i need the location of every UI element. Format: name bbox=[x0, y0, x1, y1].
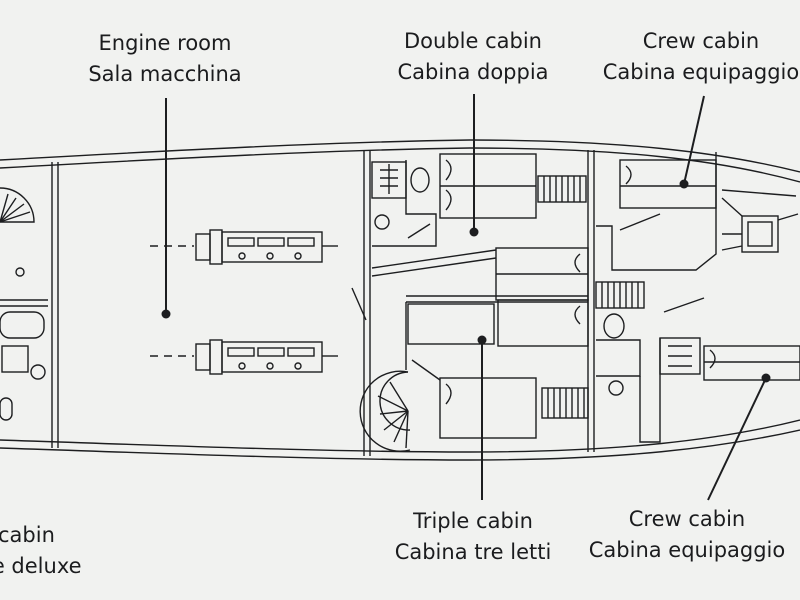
crew-cabin-top-plan bbox=[596, 152, 717, 271]
spiral-staircase bbox=[359, 370, 411, 452]
stairs-top bbox=[537, 175, 587, 203]
double-cabin-label-it: Cabina doppia bbox=[397, 60, 549, 84]
crew-cabin-top-label-en: Crew cabin bbox=[642, 29, 760, 53]
crew-cabin-bottom-plan bbox=[663, 297, 800, 381]
crew-cabin-top-label-it: Cabina equipaggio bbox=[602, 60, 800, 84]
partial-cabin-label: cabin le deluxe bbox=[0, 520, 126, 582]
crew-stair-right bbox=[721, 189, 799, 253]
partial-cabin-label-en: cabin bbox=[0, 523, 55, 547]
stairs-bottom bbox=[541, 387, 589, 419]
leader-dots bbox=[161, 179, 771, 383]
engine-room-label-it: Sala macchina bbox=[88, 62, 242, 86]
triple-cabin-label: Triple cabin Cabina tre letti bbox=[378, 506, 568, 568]
triple-cabin-plan bbox=[351, 287, 589, 439]
engine-room-label-en: Engine room bbox=[98, 31, 232, 55]
crew-cabin-bottom-label-en: Crew cabin bbox=[628, 507, 746, 531]
engine-port bbox=[150, 229, 338, 265]
crew-cabin-top-label: Crew cabin Cabina equipaggio bbox=[596, 26, 800, 88]
engine-starboard bbox=[150, 339, 338, 375]
crew-cabin-bottom-label-it: Cabina equipaggio bbox=[588, 538, 786, 562]
crew-bathroom bbox=[595, 281, 701, 443]
triple-cabin-label-it: Cabina tre letti bbox=[394, 540, 552, 564]
engine-room-label: Engine room Sala macchina bbox=[70, 28, 260, 90]
hull-outline bbox=[0, 139, 800, 461]
left-spiral-staircase bbox=[0, 187, 35, 277]
triple-cabin-label-en: Triple cabin bbox=[413, 509, 533, 533]
double-cabin-label: Double cabin Cabina doppia bbox=[378, 26, 568, 88]
left-bathroom bbox=[0, 311, 46, 421]
leader-lines bbox=[165, 94, 767, 501]
double-cabin-label-en: Double cabin bbox=[404, 29, 542, 53]
partial-cabin-label-it: le deluxe bbox=[0, 554, 82, 578]
double-cabin-plan bbox=[371, 153, 589, 301]
crew-cabin-bottom-label: Crew cabin Cabina equipaggio bbox=[582, 504, 792, 566]
bulkheads bbox=[0, 150, 595, 456]
